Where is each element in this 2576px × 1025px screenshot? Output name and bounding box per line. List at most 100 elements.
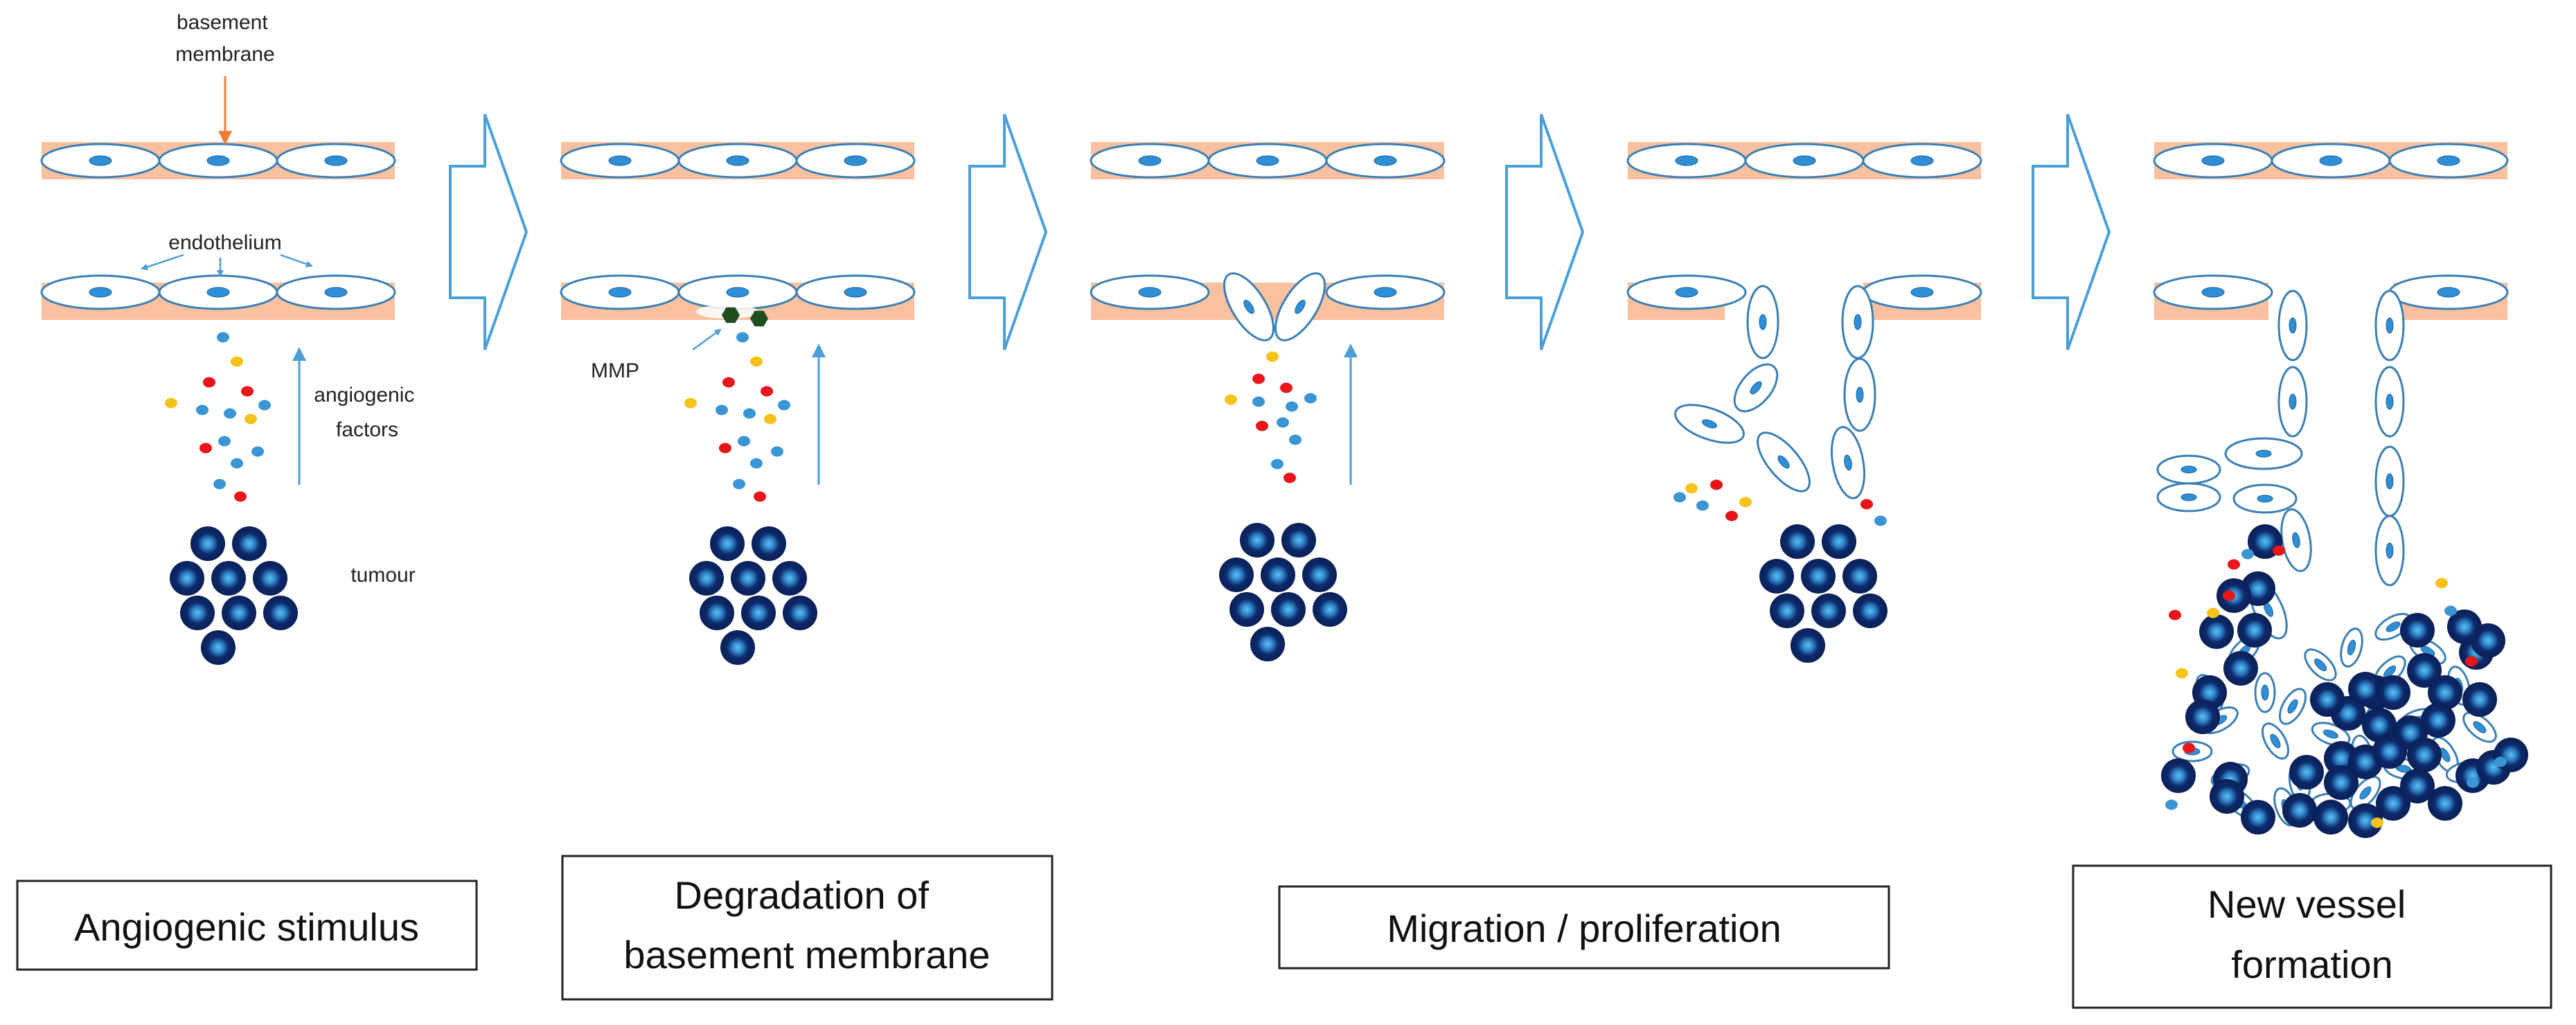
panel-1-labels: basement membrane endothelium angiogenic… bbox=[141, 11, 416, 587]
endothelial-cell bbox=[1746, 285, 1779, 359]
tumour-cell bbox=[2310, 682, 2345, 717]
factor-dot bbox=[2273, 545, 2285, 556]
factor-dot bbox=[2176, 668, 2188, 679]
factor-dot bbox=[743, 408, 756, 419]
factor-dot bbox=[750, 356, 763, 367]
factor-dot bbox=[1256, 420, 1268, 431]
caption-step-1: Angiogenic stimulus bbox=[16, 880, 478, 971]
factor-dot bbox=[2165, 799, 2178, 810]
endothelial-cell bbox=[2462, 711, 2497, 743]
endothelial-cell bbox=[1090, 274, 1210, 310]
cell-nucleus bbox=[2386, 317, 2394, 334]
angiogenic-factors bbox=[1673, 479, 1887, 526]
tumour-cell bbox=[2400, 613, 2435, 648]
cell-nucleus bbox=[1138, 287, 1162, 298]
step-5-new-vessel bbox=[2153, 142, 2528, 838]
factor-dot bbox=[2465, 656, 2478, 667]
tumour-cell bbox=[2324, 765, 2359, 800]
step-3-migration bbox=[1090, 142, 1446, 661]
endothelial-cell bbox=[1626, 274, 1747, 310]
cell-nucleus bbox=[2359, 786, 2372, 800]
angiogenic-factors bbox=[165, 332, 271, 502]
endothelial-cell bbox=[2340, 627, 2363, 668]
factor-dot bbox=[258, 400, 271, 411]
endothelium-label: endothelium bbox=[168, 231, 281, 254]
cell-nucleus bbox=[2473, 721, 2487, 733]
process-arrow-icon bbox=[2032, 114, 2111, 350]
cell-nucleus bbox=[1750, 381, 1762, 395]
tumour-cell bbox=[1853, 594, 1887, 628]
cell-nucleus bbox=[1910, 287, 1934, 298]
cell-nucleus bbox=[608, 155, 632, 166]
tumour-cell bbox=[700, 596, 734, 630]
tumour-cell bbox=[1801, 559, 1836, 594]
factor-dot bbox=[241, 386, 254, 397]
tumour-cell bbox=[752, 526, 786, 561]
endothelial-cell bbox=[40, 274, 161, 310]
factor-dot bbox=[217, 332, 229, 343]
tumour-cell bbox=[2462, 682, 2497, 717]
cell-nucleus bbox=[89, 155, 112, 166]
factor-dot bbox=[1739, 497, 1752, 508]
endothelial-cell bbox=[795, 274, 916, 310]
factor-dot bbox=[2183, 742, 2195, 754]
tumour-cell bbox=[211, 561, 246, 596]
cell-nucleus bbox=[2386, 473, 2394, 490]
factor-dot bbox=[196, 404, 208, 416]
tumour-cell bbox=[2400, 769, 2435, 803]
factor-dot bbox=[738, 436, 750, 447]
factor-dot bbox=[2494, 756, 2507, 767]
factor-dot bbox=[1252, 373, 1265, 384]
cell-nucleus bbox=[2437, 287, 2460, 298]
endothelial-cell bbox=[1744, 143, 1865, 179]
cell-nucleus bbox=[726, 155, 749, 166]
factor-dot bbox=[1252, 396, 1265, 407]
cell-nucleus bbox=[1910, 155, 1934, 166]
tumour-cell bbox=[1313, 592, 1347, 627]
tumour-cell bbox=[2494, 738, 2528, 772]
endothelial-cell bbox=[2153, 274, 2273, 310]
factor-dot bbox=[1673, 492, 1686, 503]
tumour-cell bbox=[741, 596, 776, 630]
factor-dot bbox=[719, 443, 731, 454]
endothelial-cell bbox=[2156, 482, 2221, 512]
tumour-cell bbox=[2282, 793, 2317, 828]
svg-text:Angiogenic stimulus: Angiogenic stimulus bbox=[74, 905, 419, 949]
tumour-cell bbox=[1759, 559, 1794, 594]
endothelial-cell bbox=[1626, 143, 1747, 179]
factor-dot bbox=[1225, 394, 1237, 405]
tumour-cell bbox=[2428, 675, 2462, 710]
cell-nucleus bbox=[726, 287, 749, 298]
endothelial-cell bbox=[1831, 426, 1865, 499]
svg-text:Degradation of basemen: Degradation of basement membrane bbox=[623, 873, 990, 977]
cell-nucleus bbox=[1759, 314, 1767, 330]
tumour-cell bbox=[170, 561, 204, 596]
endothelial-cell bbox=[1757, 431, 1811, 492]
cell-nucleus bbox=[1243, 299, 1254, 314]
cell-nucleus bbox=[2319, 155, 2343, 166]
endothelial-cell bbox=[1325, 143, 1446, 179]
factor-dot bbox=[722, 377, 735, 388]
endothelial-cell bbox=[2280, 508, 2312, 572]
tumour-cell bbox=[222, 596, 256, 630]
tumour-cell bbox=[731, 561, 765, 596]
mmp-hexagon-icon bbox=[750, 310, 768, 327]
endothelial-cell bbox=[2277, 289, 2308, 362]
cell-nucleus bbox=[2289, 393, 2297, 410]
tumour-cell bbox=[2407, 738, 2442, 772]
tumour-cell bbox=[1240, 523, 1274, 558]
cell-nucleus bbox=[2437, 155, 2460, 166]
angiogenic-factors bbox=[1225, 351, 1317, 483]
factor-dot bbox=[1710, 479, 1723, 490]
factor-dot bbox=[199, 443, 212, 454]
cell-nucleus bbox=[844, 155, 867, 166]
mmp-pointer bbox=[692, 328, 722, 351]
tumour-cell bbox=[201, 630, 236, 665]
cell-nucleus bbox=[206, 155, 230, 166]
endothelial-cell bbox=[2254, 672, 2276, 713]
factor-dot bbox=[736, 332, 749, 343]
factor-dot bbox=[203, 377, 215, 388]
tumour-cell bbox=[1791, 628, 1825, 663]
endothelial-cell bbox=[560, 274, 680, 310]
